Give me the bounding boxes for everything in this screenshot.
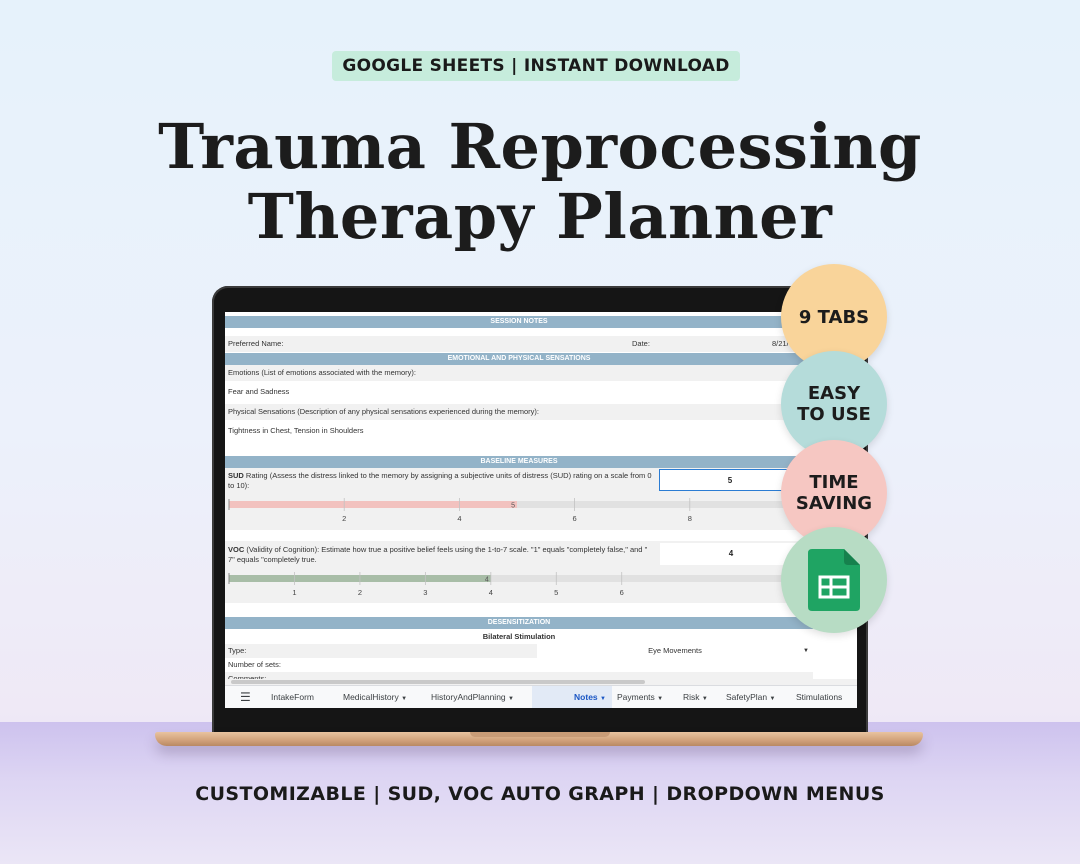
physical-value-row[interactable]: Tightness in Chest, Tension in Shoulders — [225, 423, 813, 439]
physical-label-row: Physical Sensations (Description of any … — [225, 404, 813, 420]
emotions-label-row: Emotions (List of emotions associated wi… — [225, 365, 813, 381]
laptop-base — [155, 732, 923, 746]
comments-label: Comments: — [228, 674, 266, 683]
sud-tick-label: 6 — [573, 514, 577, 523]
gauge-value-label: 5 — [511, 503, 515, 510]
voc-tick-label: 2 — [358, 588, 362, 597]
date-label: Date: — [632, 339, 650, 348]
sheet-tab-bar: ☰ IntakeForm MedicalHistory ▼ HistoryAnd… — [225, 685, 857, 708]
tab-label: Payments — [617, 692, 655, 702]
page-title: Trauma Reprocessing Therapy Planner — [0, 112, 1080, 252]
voc-tick-label: 1 — [292, 588, 296, 597]
preferred-name-row[interactable]: Preferred Name: Date: 8/21/ — [225, 336, 813, 352]
tab-label: SafetyPlan — [726, 692, 768, 702]
sud-bold-label: SUD — [228, 471, 244, 480]
sets-row[interactable]: Number of sets: — [225, 658, 813, 672]
sud-gauge: 5 2 4 6 8 — [228, 498, 805, 523]
tab-payments[interactable]: Payments ▼ — [617, 686, 663, 708]
feature-badge-easy-to-use: EASY TO USE — [781, 351, 887, 457]
chevron-down-icon: ▼ — [401, 696, 408, 702]
tab-label: Notes — [574, 692, 598, 702]
date-value[interactable]: 8/21/ — [772, 339, 789, 348]
tab-safetyplan[interactable]: SafetyPlan ▼ — [726, 686, 775, 708]
gauge-value-label: 4 — [485, 577, 489, 584]
section-header-baseline: BASELINE MEASURES — [225, 456, 813, 468]
tab-historyandplanning[interactable]: HistoryAndPlanning ▼ — [431, 686, 514, 708]
tab-intakeform[interactable]: IntakeForm — [271, 686, 314, 708]
title-line-2: Therapy Planner — [247, 180, 833, 253]
title-line-1: Trauma Reprocessing — [158, 110, 922, 183]
gauge-fill — [229, 501, 517, 508]
chevron-down-icon: ▼ — [508, 696, 514, 702]
section-header-emotional: EMOTIONAL AND PHYSICAL SENSATIONS — [225, 353, 813, 365]
google-sheets-icon — [808, 549, 860, 611]
gauge-track — [229, 575, 805, 582]
sud-text: Rating (Assess the distress linked to th… — [228, 471, 652, 490]
chevron-down-icon: ▼ — [600, 696, 606, 702]
sud-description: SUD Rating (Assess the distress linked t… — [228, 471, 653, 491]
voc-bold-label: VOC — [228, 545, 245, 554]
feature-badge-time-saving: TIME SAVING — [781, 440, 887, 546]
emotions-label: Emotions (List of emotions associated wi… — [228, 368, 416, 377]
voc-tick-label: 5 — [554, 588, 558, 597]
feature-tagline: CUSTOMIZABLE | SUD, VOC AUTO GRAPH | DRO… — [195, 783, 885, 805]
top-badge: GOOGLE SHEETS | INSTANT DOWNLOAD — [332, 51, 740, 81]
bilateral-label: Bilateral Stimulation — [225, 630, 813, 643]
voc-rating-input[interactable]: 4 — [660, 543, 802, 565]
voc-tick-label: 3 — [423, 588, 427, 597]
chevron-down-icon: ▼ — [701, 696, 708, 702]
tab-risk[interactable]: Risk ▼ — [683, 686, 708, 708]
chevron-down-icon: ▼ — [657, 696, 664, 702]
tab-label: HistoryAndPlanning — [431, 692, 506, 702]
type-dropdown[interactable]: Eye Movements ▼ — [537, 644, 813, 658]
scrollbar-thumb[interactable] — [231, 680, 645, 684]
tab-label: Risk — [683, 692, 700, 702]
tab-label: IntakeForm — [271, 692, 314, 702]
badge-text: 9 TABS — [798, 306, 870, 328]
feature-badge-google-sheets — [781, 527, 887, 633]
chevron-down-icon: ▼ — [769, 696, 776, 702]
sud-tick-label: 4 — [457, 514, 461, 523]
voc-tick-label: 4 — [489, 588, 493, 597]
spreadsheet-screen: SESSION NOTES Preferred Name: Date: 8/21… — [225, 312, 857, 708]
badge-text-line-1: TIME — [809, 472, 859, 493]
sud-tick-label: 8 — [688, 514, 692, 523]
physical-label: Physical Sensations (Description of any … — [228, 407, 539, 416]
type-value: Eye Movements — [648, 646, 702, 655]
voc-gauge: 4 1 2 3 4 5 6 — [228, 572, 805, 597]
emotions-value-row[interactable]: Fear and Sadness — [225, 384, 813, 400]
tab-label: Stimulations — [796, 692, 843, 702]
section-header-desensitization: DESENSITIZATION — [225, 617, 813, 629]
type-label: Type: — [228, 646, 247, 655]
section-header-session-notes: SESSION NOTES — [225, 316, 813, 328]
preferred-name-label: Preferred Name: — [228, 339, 284, 348]
voc-tick-label: 6 — [620, 588, 624, 597]
sud-tick-label: 2 — [342, 514, 346, 523]
sud-rating-input[interactable]: 5 — [659, 469, 801, 491]
tab-stimulations[interactable]: Stimulations — [796, 686, 842, 708]
dropdown-arrow-icon: ▼ — [803, 648, 809, 654]
voc-description: VOC (Validity of Cognition): Estimate ho… — [228, 545, 656, 565]
all-sheets-menu-icon[interactable]: ☰ — [240, 690, 251, 704]
emotions-value[interactable]: Fear and Sadness — [228, 387, 290, 396]
voc-text: (Validity of Cognition): Estimate how tr… — [228, 545, 648, 564]
tab-notes[interactable]: Notes ▼ — [532, 686, 612, 708]
badge-text-line-2: SAVING — [795, 493, 873, 514]
badge-text-line-2: TO USE — [797, 404, 871, 425]
tab-label: MedicalHistory — [343, 692, 399, 702]
sets-label: Number of sets: — [228, 660, 281, 669]
physical-value[interactable]: Tightness in Chest, Tension in Shoulders — [228, 426, 364, 435]
tab-medicalhistory[interactable]: MedicalHistory ▼ — [343, 686, 407, 708]
laptop-notch — [470, 732, 610, 737]
badge-text-line-1: EASY — [807, 383, 861, 404]
